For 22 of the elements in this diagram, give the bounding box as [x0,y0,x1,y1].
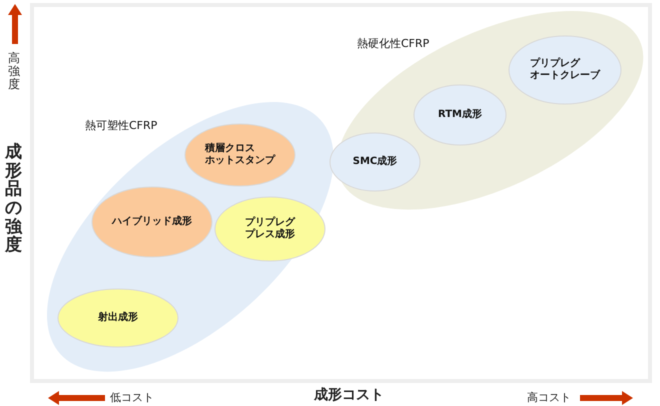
group-region [46,102,334,372]
axis-title: 成形コスト [314,386,384,404]
axis-title: 成形品の強度 [5,143,22,256]
process-ellipse [184,124,295,186]
axis-label: 低コスト [110,390,154,405]
group-heading: 熱可塑性CFRP [84,120,158,132]
process-ellipse [58,288,178,347]
process-label: ハイブリッド成形 [110,214,193,229]
process-label: 射出成形 [96,310,139,325]
process-ellipse [92,186,212,257]
process-ellipse [214,196,325,261]
axis-label: 高強度 [8,52,20,92]
axis-label: 高コスト [527,390,571,405]
process-ellipse [414,84,506,145]
process-label: プリプレグプレス成形 [244,215,296,242]
group-heading: 熱硬化性CFRP [356,38,430,50]
process-ellipse [330,132,420,191]
process-label: 積層クロスホットスタンプ [204,142,276,168]
process-label: プリプレグオートクレーブ [528,56,602,83]
process-ellipse [508,36,621,104]
process-label: RTM成形 [436,108,483,122]
process-label: SMC成形 [352,154,398,169]
